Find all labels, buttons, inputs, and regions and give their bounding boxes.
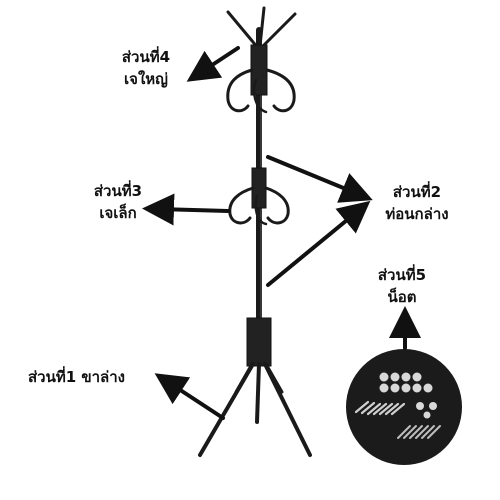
- label-part4: ส่วนที่4 เจใหญ่: [108, 46, 184, 90]
- label-part5: ส่วนที่5 น็อต: [364, 264, 440, 308]
- bolts-image: [346, 349, 462, 465]
- part1-name: ส่วนที่1 ขาล่าง: [28, 368, 125, 386]
- part4-name: ส่วนที่4: [121, 48, 171, 66]
- label-part2: ส่วนที่2 ท่อนกล่าง: [372, 181, 462, 225]
- coat-rack-image: [198, 6, 312, 457]
- arrow-part2-lower: [266, 200, 371, 287]
- arrow-part3: [142, 193, 230, 226]
- part4-desc: เจใหญ่: [124, 70, 168, 88]
- part2-desc: ท่อนกล่าง: [385, 205, 449, 223]
- part3-name: ส่วนที่3: [93, 182, 143, 200]
- label-part1: ส่วนที่1 ขาล่าง: [28, 366, 125, 388]
- arrow-part2-upper: [266, 155, 373, 203]
- part5-name: ส่วนที่5: [377, 266, 427, 284]
- part3-desc: เจเล็ก: [99, 204, 137, 222]
- part5-desc: น็อต: [387, 288, 417, 306]
- arrow-part1: [154, 373, 225, 420]
- label-part3: ส่วนที่3 เจเล็ก: [80, 180, 156, 224]
- arrow-part4: [186, 46, 240, 82]
- part2-name: ส่วนที่2: [392, 183, 442, 201]
